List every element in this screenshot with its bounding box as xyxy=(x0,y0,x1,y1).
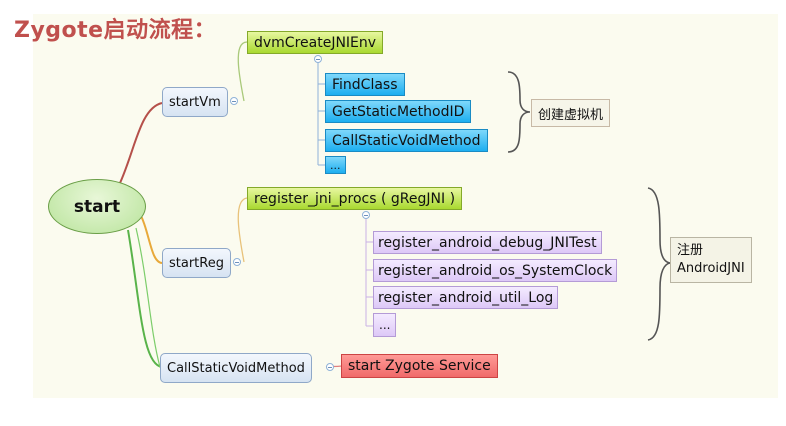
node-startvm-label: startVm xyxy=(169,94,221,110)
node-more-jni[interactable]: ... xyxy=(373,313,397,337)
callout-register-line1: 注册 xyxy=(677,243,704,258)
node-getstaticmethodid[interactable]: GetStaticMethodID xyxy=(325,100,472,123)
node-callstaticvoidmethod-vm[interactable]: CallStaticVoidMethod xyxy=(325,129,488,152)
collapse-toggle-dvm[interactable] xyxy=(314,55,322,63)
node-callstaticvoidmethod-label: CallStaticVoidMethod xyxy=(167,360,305,376)
link-start-startvm xyxy=(119,102,163,184)
link-start-callstatic-2 xyxy=(135,227,161,368)
collapse-toggle-startvm[interactable] xyxy=(230,97,238,105)
node-zygote-label: start Zygote Service xyxy=(348,358,491,374)
collapse-toggle-callstatic[interactable] xyxy=(326,363,334,371)
node-startreg[interactable]: startReg xyxy=(162,248,231,278)
link-startreg-jni xyxy=(237,197,248,263)
node-dvm-label: dvmCreateJNIEnv xyxy=(254,34,377,51)
link-startvm-dvm xyxy=(237,41,248,102)
node-findclass-label: FindClass xyxy=(332,76,398,93)
collapse-toggle-jni[interactable] xyxy=(362,211,370,219)
page-title: Zygote启动流程： xyxy=(14,18,217,43)
node-more-vm-label: ... xyxy=(330,158,341,172)
node-util-log-label: register_android_util_Log xyxy=(378,289,554,306)
node-getstaticmethodid-label: GetStaticMethodID xyxy=(332,103,465,120)
link-start-callstatic xyxy=(127,229,163,368)
node-start-zygote-service[interactable]: start Zygote Service xyxy=(341,354,498,378)
node-jnitest-label: register_android_debug_JNITest xyxy=(378,234,597,251)
link-jni-items xyxy=(366,241,373,327)
callout-create-vm: 创建虚拟机 xyxy=(531,99,611,127)
node-register-android-debug-jnitest[interactable]: register_android_debug_JNITest xyxy=(373,231,602,254)
callout-create-vm-label: 创建虚拟机 xyxy=(538,107,604,123)
node-register-jni-procs[interactable]: register_jni_procs ( gRegJNI ) xyxy=(247,187,463,210)
root-node-start[interactable]: start xyxy=(48,179,146,234)
callout-register-line2: AndroidJNI xyxy=(677,261,745,276)
node-register-jni-procs-label: register_jni_procs ( gRegJNI ) xyxy=(254,190,456,207)
node-register-android-util-log[interactable]: register_android_util_Log xyxy=(373,286,559,309)
brace-create-vm xyxy=(507,71,531,153)
brace-register-jni xyxy=(647,187,671,341)
node-systemclock-label: register_android_os_SystemClock xyxy=(378,262,613,279)
link-dvm-items xyxy=(318,83,325,166)
node-more-jni-label: ... xyxy=(379,318,391,332)
callout-register-jni: 注册 AndroidJNI xyxy=(670,237,752,283)
node-callstaticvoidmethod[interactable]: CallStaticVoidMethod xyxy=(160,353,312,383)
node-startvm[interactable]: startVm xyxy=(162,87,228,117)
node-findclass[interactable]: FindClass xyxy=(325,73,405,96)
collapse-toggle-startreg[interactable] xyxy=(233,258,241,266)
node-startreg-label: startReg xyxy=(169,255,224,271)
node-register-android-os-systemclock[interactable]: register_android_os_SystemClock xyxy=(373,259,618,282)
node-dvmcreatejnienv[interactable]: dvmCreateJNIEnv xyxy=(247,31,384,54)
root-label: start xyxy=(73,196,121,217)
node-callstaticvoidmethod-vm-label: CallStaticVoidMethod xyxy=(332,132,481,149)
node-more-vm[interactable]: ... xyxy=(325,156,346,174)
